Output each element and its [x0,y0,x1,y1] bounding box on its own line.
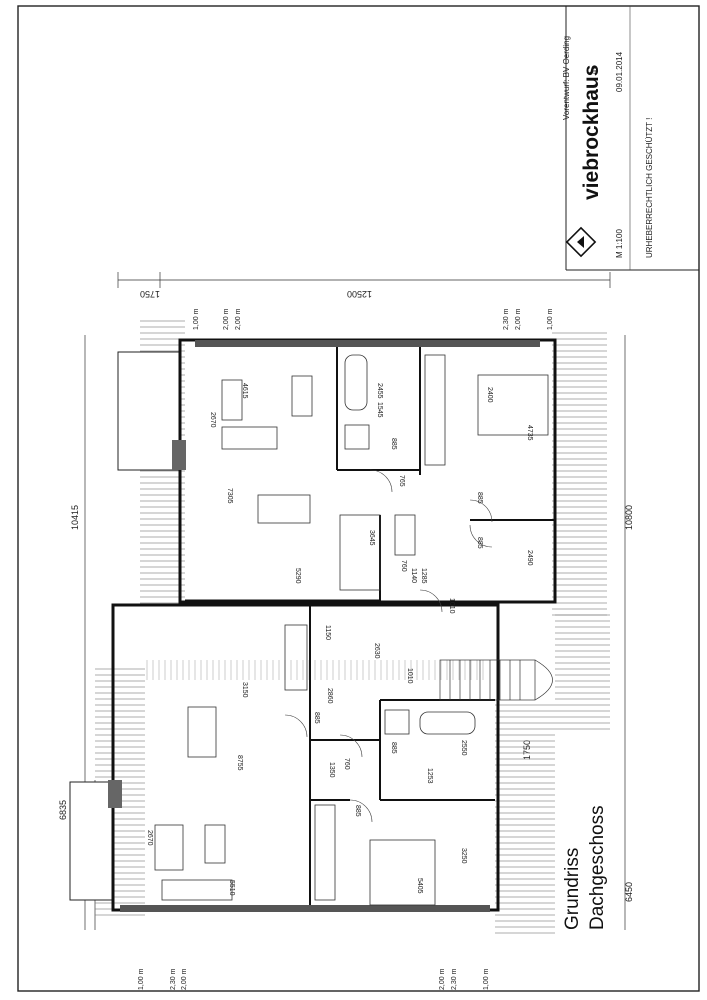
height-bottom-230a: 2,30 m [170,968,177,990]
height-bottom-200a: 2,00 m [181,968,188,990]
dim-upper-door-765: 765 [398,475,405,487]
height-top-200c: 2,00 m [515,308,522,330]
wardrobe-lower [314,804,336,901]
dim-left-width: 6835 [58,800,68,820]
height-bottom-200b: 2,00 m [439,968,446,990]
dim-upper-bed: 2400 [486,387,493,403]
drawing-title-line1: Grundriss [562,848,583,930]
dim-lower-bath: 2550 [460,740,467,756]
shower-upper [344,424,370,450]
scale-label: M 1:100 [615,229,624,258]
lower-chimney-wall [108,780,122,808]
dining-table-lower [187,706,217,758]
registered-mark: ® [591,68,600,74]
dim-upper-bedroom: 4735 [526,425,533,441]
height-top-200b: 2,00 m [235,308,242,330]
dim-upper-door-760: 760 [400,560,407,572]
drawing-date: 09.01.2014 [615,51,624,92]
brand-logo-icon [565,226,597,258]
dim-lower-door-760: 760 [343,758,350,770]
dim-lower-living-depth: 2670 [146,830,153,846]
dim-lower-door-885b: 885 [354,805,361,817]
dim-lower-kitchen: 3150 [241,682,248,698]
dim-upper-bath-small: 1545 [376,402,383,418]
door-swings [284,469,493,823]
height-bottom-100b: 1,00 m [483,968,490,990]
sofa-long-upper [221,426,278,450]
sofa-upper [221,379,243,421]
dim-upper-bath: 2455 [376,383,383,399]
dim-lower-bedroom: 3250 [460,848,467,864]
dim-upper-wc: 1140 [410,568,417,583]
height-bottom-230b: 2,30 m [451,968,458,990]
coffee-table-lower [204,824,226,864]
dim-upper-door-1010: 1010 [448,598,455,614]
dim-upper-living-depth: 2670 [209,412,216,428]
height-top-100b: 1,00 m [547,308,554,330]
upper-chimney-wall [172,440,186,470]
dim-top-total: 10415 [70,505,80,530]
kitchen-counter-lower [284,624,308,691]
upper-gable-wall-dark [195,340,540,347]
sheet-frame [17,5,700,992]
dim-right-overhang: 1750 [140,289,160,299]
upper-furniture [221,354,549,591]
staircase [439,659,553,701]
brand-name: viebrockhaus [580,65,603,200]
dim-upper-storage: 2490 [526,550,533,566]
dim-upper-door-885c: 885 [476,537,483,549]
wardrobe-upper [424,354,446,466]
dim-lower-sofa: 5510 [228,880,235,896]
dim-lower-door-885a: 885 [313,712,320,724]
height-top-200a: 2,00 m [223,308,230,330]
height-marks: 1,00 m 2,00 m 2,00 m 2,30 m 2,00 m 1,00 … [138,308,554,990]
bed-lower [369,839,436,906]
bed-upper [477,374,549,436]
dim-upper-living: 7305 [226,488,233,504]
upper-dimension-labels: 7305 2670 4615 5290 3645 2455 1545 2400 … [209,383,533,614]
wardrobe-hall-upper [394,514,416,556]
bathtub-upper [344,354,368,411]
dim-bottom-left: 6450 [624,882,634,902]
dim-upper-sofa: 4615 [241,383,248,399]
dim-lower-corridor: 1350 [328,762,335,778]
dim-lower-door-885c: 885 [390,742,397,754]
height-bottom-100a: 1,00 m [138,968,145,990]
bathtub-lower [419,711,476,735]
dim-bottom-total: 10800 [624,505,634,530]
dining-table-upper [257,494,311,524]
kitchen-counter-upper [339,514,381,591]
dim-lower-door-1010: 1010 [406,668,413,684]
dim-lower-stair: 2630 [373,643,380,659]
dim-upper-door-885a: 885 [390,438,397,450]
lower-unit-walls [111,603,500,912]
sideboard-lower [161,879,233,901]
lower-dimension-labels: 8755 3150 2670 5510 2860 2630 1150 1350 … [146,625,467,896]
bay-window-lower [69,781,113,901]
dim-upper-hall: 3645 [368,530,375,546]
bay-window-upper [117,351,181,471]
copyright-note: URHEBERRECHTLICH GESCHÜTZT ! [645,118,654,258]
dim-lower-bed: 5405 [416,878,423,894]
dim-lower-bath-wc: 1253 [426,768,433,784]
dim-upper-kitchen: 5290 [294,568,301,584]
dim-lower-wc: 1150 [324,625,331,640]
lower-furniture [154,624,476,906]
sofa-lower [154,824,184,871]
dim-upper-wc-door: 1285 [420,568,427,584]
upper-unit-walls [178,338,557,605]
title-block: Vorentwurf: BV Oerding viebrockhaus ® M … [562,6,699,271]
armchair-upper [291,375,313,417]
dim-lower-hall: 2860 [326,688,333,704]
height-top-100: 1,00 m [193,308,200,330]
shower-lower [384,709,410,735]
dim-right-total: 12500 [347,289,372,299]
dim-lower-living: 8755 [236,755,243,771]
drawing-title-line2: Dachgeschoss [587,805,608,930]
height-top-230a: 2,30 m [503,308,510,330]
project-name: Vorentwurf: BV Oerding [562,36,571,120]
dim-upper-door-885b: 885 [476,492,483,504]
lower-gable-wall-dark [120,905,490,912]
